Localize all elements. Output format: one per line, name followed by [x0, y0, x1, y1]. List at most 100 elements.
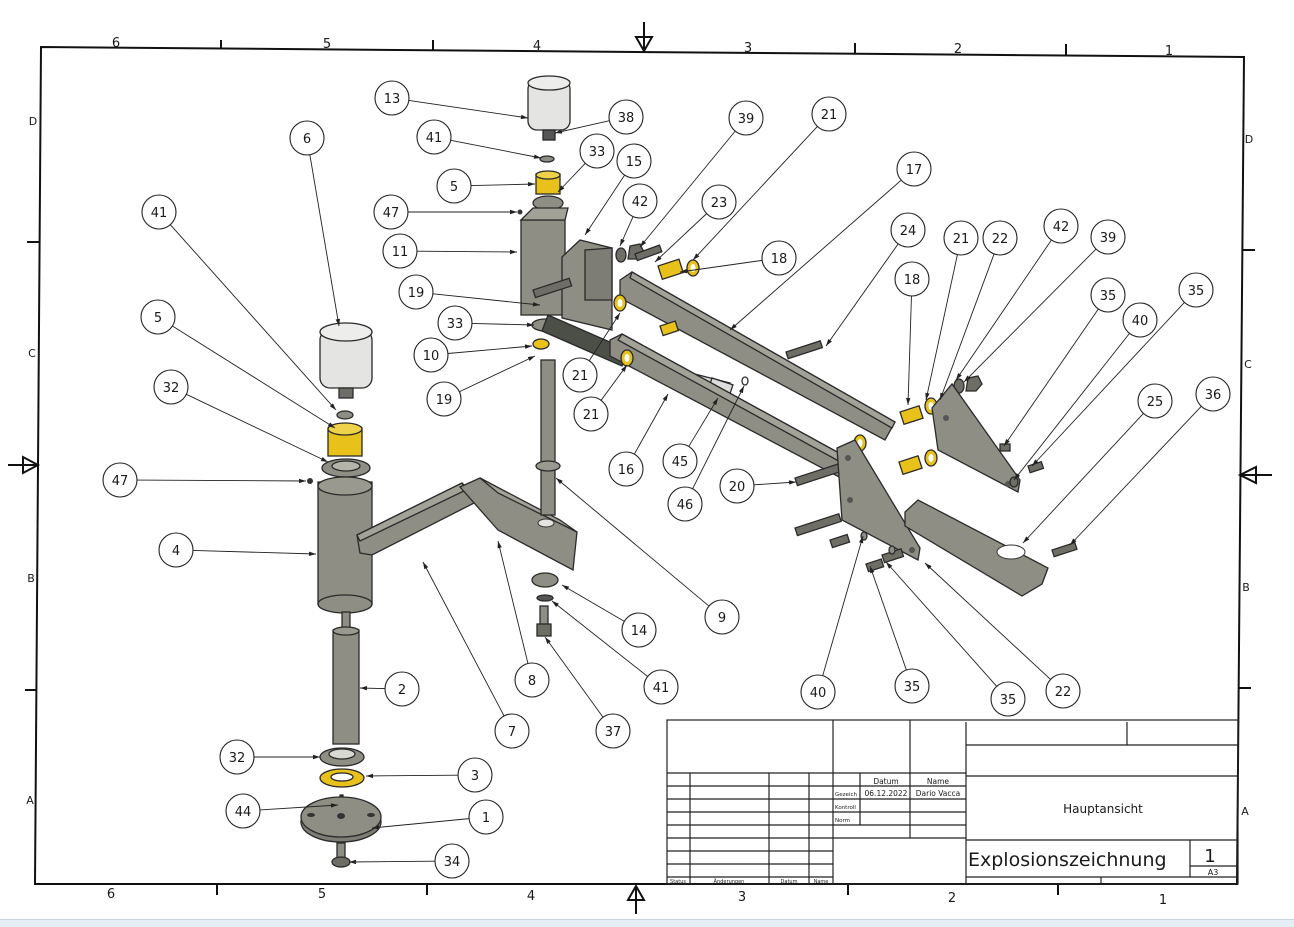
balloon-21: 21	[692, 96, 847, 261]
leader-line	[729, 179, 902, 331]
balloon-7: 7	[422, 561, 530, 749]
leader-arrowhead	[556, 478, 563, 485]
balloon-circle	[434, 843, 470, 879]
balloon-41: 41	[141, 194, 337, 411]
balloon-18: 18	[679, 240, 797, 276]
leader-arrowhead	[532, 302, 540, 307]
leader-line	[885, 561, 998, 687]
balloon-37: 37	[544, 636, 631, 749]
balloon-number: 46	[677, 498, 694, 513]
rev-name: Name	[814, 879, 829, 885]
leader-line	[371, 818, 470, 829]
leader-arrowhead	[870, 566, 875, 574]
part-arm-7	[356, 482, 482, 556]
balloon-number: 41	[151, 206, 168, 221]
leader-arrowhead	[585, 227, 591, 235]
header-name: Name	[927, 777, 950, 786]
balloon-21: 21	[573, 364, 628, 432]
balloon-23: 23	[654, 184, 737, 263]
balloon-circle	[896, 151, 932, 187]
balloon-circle	[894, 261, 930, 297]
balloon-number: 13	[384, 92, 401, 107]
balloon-number: 22	[1055, 685, 1072, 700]
part-column-9	[535, 359, 561, 516]
leader-line	[408, 100, 529, 119]
leader-line	[497, 540, 529, 664]
zone-bottom-6: 6	[107, 887, 115, 902]
leader-line	[924, 562, 1051, 680]
balloon-33: 33	[557, 133, 615, 193]
zone-left-A: A	[26, 794, 34, 807]
part-screw-37	[536, 605, 552, 637]
balloon-circle	[701, 184, 737, 220]
balloon-number: 22	[992, 232, 1009, 247]
balloon-39: 39	[963, 219, 1126, 383]
leader-arrowhead	[308, 551, 316, 556]
leader-arrowhead	[788, 480, 796, 485]
balloon-45: 45	[662, 397, 719, 479]
header-datum: Datum	[873, 777, 898, 786]
leader-arrowhead	[956, 372, 962, 380]
balloon-circle	[158, 532, 194, 568]
leader-arrowhead	[520, 114, 528, 120]
leader-line	[470, 183, 536, 187]
balloon-circle	[1195, 376, 1231, 412]
balloon-number: 41	[653, 681, 670, 696]
balloon-44: 44	[225, 793, 339, 829]
balloon-42: 42	[619, 183, 658, 247]
balloon-number: 19	[408, 286, 425, 301]
balloon-circle	[384, 671, 420, 707]
balloon-4: 4	[158, 532, 317, 568]
leader-arrowhead	[640, 240, 647, 247]
rev-status: Status	[670, 879, 686, 885]
leader-line	[825, 243, 899, 347]
leader-arrowhead	[858, 536, 864, 544]
leader-line	[925, 254, 958, 401]
leader-arrowhead	[555, 129, 563, 134]
balloon-38: 38	[554, 99, 644, 135]
leader-line	[633, 393, 669, 455]
balloon-39: 39	[639, 100, 764, 248]
balloon-40: 40	[1013, 302, 1158, 481]
zone-top-6: 6	[112, 36, 120, 51]
leader-arrowhead	[693, 253, 700, 260]
balloon-number: 2	[398, 683, 406, 698]
part-rod-end-10	[532, 338, 550, 350]
leader-arrowhead	[545, 637, 551, 644]
leader-arrowhead	[423, 562, 429, 570]
balloon-number: 32	[163, 381, 180, 396]
zone-left-C: C	[28, 347, 36, 360]
balloon-circle	[595, 713, 631, 749]
zone-bottom-5: 5	[318, 887, 326, 902]
leader-arrowhead	[655, 255, 662, 262]
zone-top-4: 4	[533, 39, 541, 54]
balloon-number: 38	[618, 111, 635, 126]
leader-arrowhead	[886, 562, 893, 569]
assembly-drawing	[300, 75, 1078, 868]
leader-line	[169, 224, 337, 411]
leader-line	[422, 561, 505, 717]
balloon-number: 6	[303, 132, 311, 147]
leader-arrowhead	[1023, 536, 1030, 543]
balloon-circle	[1045, 673, 1081, 709]
leader-arrowhead	[366, 773, 374, 779]
leader-arrowhead	[826, 339, 832, 346]
balloon-number: 10	[423, 349, 440, 364]
leader-line	[1013, 333, 1130, 481]
balloon-circle	[621, 612, 657, 648]
balloon-number: 47	[112, 474, 129, 489]
balloon-number: 16	[618, 463, 635, 478]
leader-line	[753, 481, 797, 486]
leader-line	[192, 550, 317, 555]
leader-arrowhead	[349, 859, 357, 865]
leader-arrowhead	[614, 313, 620, 321]
leader-line	[136, 479, 307, 482]
balloon-circle	[579, 133, 615, 169]
balloon-18: 18	[894, 261, 930, 406]
balloon-number: 35	[904, 680, 921, 695]
balloon-35: 35	[1003, 277, 1126, 447]
balloon-circle	[662, 443, 698, 479]
balloon-circle	[562, 357, 598, 393]
